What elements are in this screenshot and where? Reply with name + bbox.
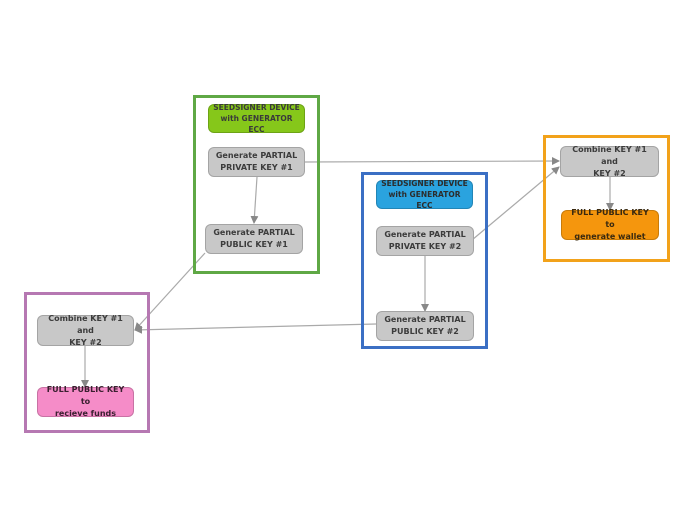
device1-group-frame xyxy=(193,95,320,274)
wallet-full-public-key-node: FULL PUBLIC KEY to generate wallet xyxy=(561,208,659,241)
device1-private-key-node: Generate PARTIAL PRIVATE KEY #1 xyxy=(208,147,305,177)
arrow-public2-to-funds-combine xyxy=(134,323,377,334)
arrow-private1-to-wallet-combine xyxy=(304,157,560,166)
device2-private-key-node: Generate PARTIAL PRIVATE KEY #2 xyxy=(376,226,474,256)
funds-combine-node: Combine KEY #1 and KEY #2 xyxy=(37,314,134,347)
device2-header: SEEDSIGNER DEVICE with GENERATOR ECC xyxy=(376,179,473,210)
funds-group-frame xyxy=(24,292,150,433)
device2-group-frame xyxy=(361,172,488,349)
funds-full-public-key-node: FULL PUBLIC KEY to recieve funds xyxy=(37,385,134,418)
wallet-group-frame xyxy=(543,135,670,262)
device2-public-key-node: Generate PARTIAL PUBLIC KEY #2 xyxy=(376,311,474,341)
device1-header: SEEDSIGNER DEVICE with GENERATOR ECC xyxy=(208,103,305,134)
wallet-combine-node: Combine KEY #1 and KEY #2 xyxy=(560,145,659,178)
device1-public-key-node: Generate PARTIAL PUBLIC KEY #1 xyxy=(205,224,303,254)
